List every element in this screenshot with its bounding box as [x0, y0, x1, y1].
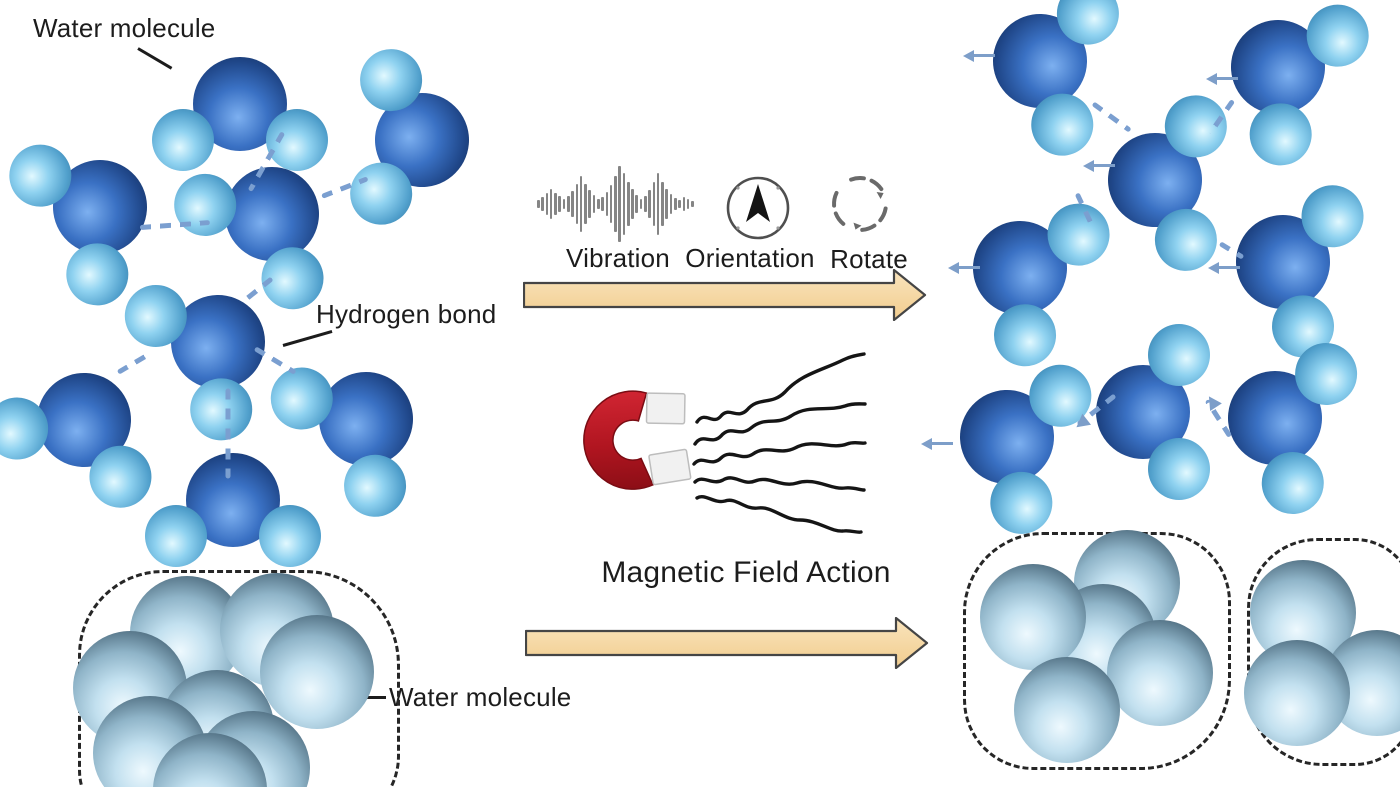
- process-arrow-top-icon: [523, 269, 927, 321]
- arrow-shaft: [974, 54, 995, 57]
- smaller-water-cluster-after-1-outline: [963, 532, 1231, 770]
- arrow-shaft: [1219, 266, 1240, 269]
- waveform-bar: [545, 193, 549, 215]
- waveform-bar: [682, 197, 686, 211]
- water-molecule-label-top: Water molecule: [33, 13, 216, 43]
- arrowhead-left-icon: [1206, 72, 1217, 85]
- vibration-waveform-icon: [537, 163, 699, 245]
- label-pointer-line: [137, 46, 173, 70]
- molecule-motion-arrow-icon: [1083, 159, 1117, 172]
- arrowhead-left-icon: [1208, 261, 1219, 274]
- waveform-bar: [609, 185, 613, 223]
- waveform-bar: [691, 201, 694, 207]
- arrowhead-left-icon: [948, 261, 959, 274]
- waveform-bar: [614, 176, 617, 232]
- waveform-bar: [686, 199, 690, 209]
- molecule-motion-arrow-icon: [963, 49, 997, 62]
- waveform-bar: [566, 196, 570, 212]
- label-pointer-line: [282, 329, 333, 347]
- waveform-bar: [554, 193, 557, 215]
- hydrogen-bond: [1091, 100, 1132, 133]
- vibration-label: Vibration: [566, 243, 670, 273]
- hydrogen-bond: [225, 388, 231, 478]
- water-molecule-sphere: [260, 615, 374, 729]
- waveform-bar: [622, 173, 626, 235]
- process-arrow-bottom-icon: [525, 617, 929, 669]
- arrow-shaft: [1217, 77, 1238, 80]
- rotate-arrows-icon: [832, 176, 888, 232]
- hydrogen-atom: [1148, 438, 1210, 500]
- hydrogen-bond-label: Hydrogen bond: [316, 299, 497, 329]
- waveform-bar: [626, 182, 630, 226]
- waveform-bar: [652, 182, 656, 226]
- orientation-label: Orientation: [685, 243, 815, 273]
- waveform-bar: [656, 173, 660, 235]
- waveform-bar: [571, 191, 574, 217]
- rotate-label: Rotate: [830, 244, 908, 274]
- waveform-bar: [661, 182, 664, 226]
- waveform-bar: [618, 166, 621, 242]
- hydrogen-atom: [1148, 324, 1210, 386]
- waveform-bar: [596, 199, 600, 209]
- magnetic-field-action-label: Magnetic Field Action: [601, 556, 891, 589]
- waveform-bar: [648, 190, 651, 218]
- bond-arrowhead: [1203, 392, 1222, 412]
- waveform-bar: [584, 184, 587, 224]
- molecule-motion-arrow-icon: [948, 261, 982, 274]
- water-molecule-sphere: [1107, 620, 1213, 726]
- hydrogen-atom: [145, 505, 207, 567]
- waveform-bar: [639, 199, 643, 209]
- arrowhead-left-icon: [1083, 159, 1094, 172]
- hydrogen-atom: [259, 505, 321, 567]
- water-molecule-sphere: [1014, 657, 1120, 763]
- water-molecule-sphere: [1244, 640, 1350, 746]
- molecule-motion-arrow-icon: [1206, 72, 1240, 85]
- water-molecule-label-bottom: Water molecule: [389, 682, 572, 712]
- waveform-bar: [549, 189, 553, 219]
- hydrogen-atom: [152, 109, 214, 171]
- smaller-water-cluster-after-2-outline: [1247, 538, 1400, 766]
- waveform-bar: [537, 200, 540, 208]
- waveform-bar: [605, 192, 609, 216]
- waveform-bar: [601, 197, 604, 211]
- molecule-motion-arrow-icon: [1208, 261, 1242, 274]
- arrow-shaft: [959, 266, 980, 269]
- waveform-bar: [631, 189, 634, 219]
- orientation-compass-icon: [726, 176, 790, 240]
- arrowhead-left-icon: [921, 437, 932, 450]
- waveform-bar: [644, 196, 647, 212]
- water-molecule-sphere: [980, 564, 1086, 670]
- waveform-bar: [558, 196, 561, 212]
- waveform-bar: [575, 184, 579, 224]
- arrow-shaft: [1094, 164, 1115, 167]
- waveform-bar: [588, 190, 591, 218]
- arrowhead-left-icon: [963, 49, 974, 62]
- arrow-shaft: [932, 442, 953, 445]
- waveform-bar: [562, 199, 566, 209]
- waveform-bar: [635, 195, 639, 213]
- horseshoe-magnet-icon: [583, 352, 867, 534]
- waveform-bar: [579, 176, 583, 232]
- waveform-bar: [665, 189, 669, 219]
- hydrogen-bond: [116, 349, 154, 375]
- waveform-bar: [678, 200, 681, 208]
- waveform-bar: [541, 197, 544, 211]
- magnetic-field-lines: [692, 352, 867, 534]
- molecule-motion-arrow-icon: [921, 437, 955, 450]
- waveform-bar: [669, 194, 673, 214]
- waveform-bar: [592, 195, 596, 213]
- waveform-bar: [674, 198, 677, 210]
